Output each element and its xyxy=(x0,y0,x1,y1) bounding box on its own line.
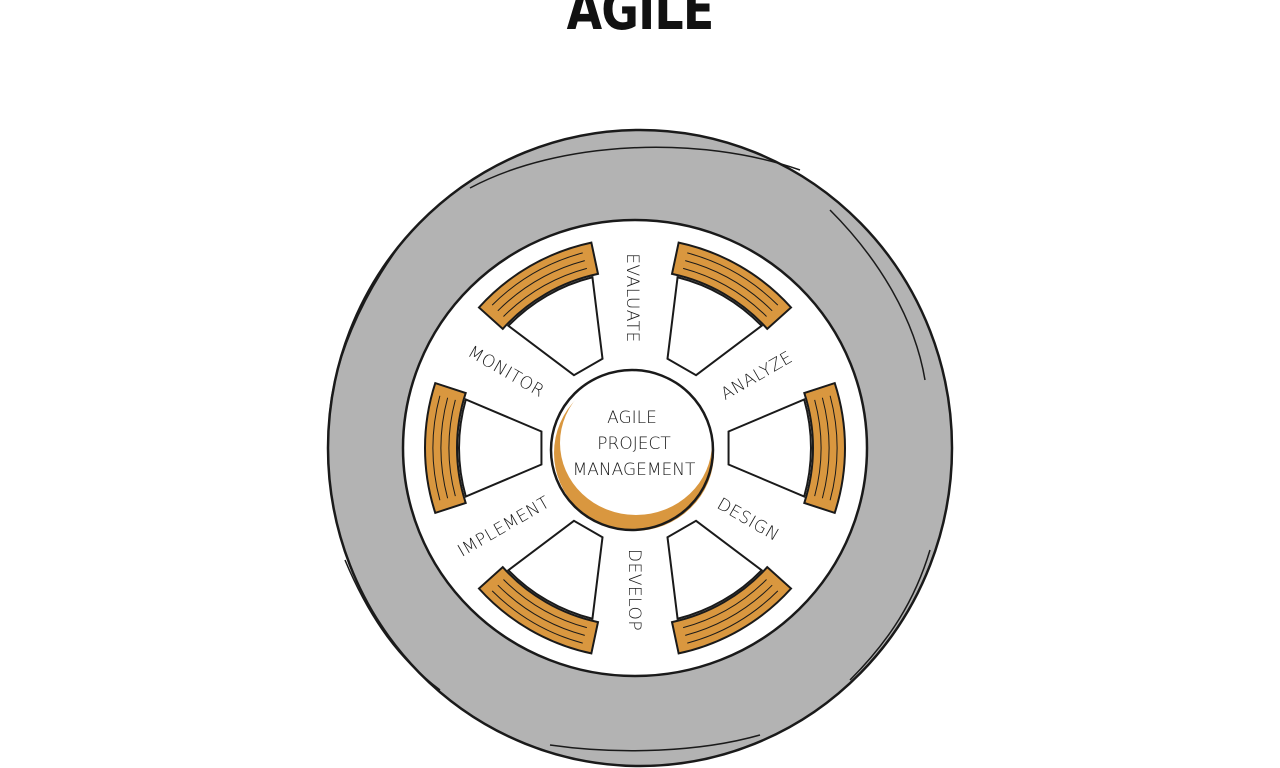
spoke-label-evaluate: EVALUATE xyxy=(622,253,642,342)
rim-segments xyxy=(424,241,846,655)
wheel-window xyxy=(727,398,812,498)
rim-hatch-line xyxy=(491,252,583,306)
spoke-label-develop: DEVELOP xyxy=(624,549,644,631)
rim-hatch-line xyxy=(683,267,767,317)
rim-hatch-line xyxy=(432,395,441,501)
rim-segment xyxy=(670,565,793,655)
wheel-window xyxy=(666,275,764,377)
tire-sketch-line xyxy=(549,734,761,752)
page-title: AGILE xyxy=(566,0,715,43)
hub-inner xyxy=(560,371,712,515)
hub-label-line-3: MANAGEMENT xyxy=(573,460,696,480)
hub-label-line-2: PROJECT xyxy=(597,434,671,454)
rim-segment xyxy=(670,241,793,331)
rim-hatch-line xyxy=(829,395,838,501)
rim-hatch-line xyxy=(685,260,773,312)
wheel-window xyxy=(506,519,604,621)
tire-sketch-line xyxy=(829,209,926,381)
rim-hatch-line xyxy=(687,590,779,644)
hub-outline xyxy=(549,368,715,532)
wheel-window xyxy=(666,519,764,621)
wheel-window xyxy=(458,398,543,498)
tire-sketch-line xyxy=(849,549,931,681)
rim-hatch-line xyxy=(497,260,585,312)
rim-hatch-line xyxy=(821,397,830,499)
rim-hatch-line xyxy=(497,584,585,636)
rim-hatch-line xyxy=(685,584,773,636)
rim-hatch-line xyxy=(503,267,587,317)
rim-hatch-line xyxy=(687,252,779,306)
rim-hatch-line xyxy=(440,397,449,499)
tire-sketch-line xyxy=(329,244,401,411)
rim-hatch-line xyxy=(491,590,583,644)
rim-hatch-line xyxy=(683,579,767,629)
rim-hatch-line xyxy=(814,399,822,497)
rim-segment xyxy=(477,241,600,331)
tire-sketch-line xyxy=(469,146,801,189)
rim-hatch-line xyxy=(448,399,456,497)
rim-segment xyxy=(477,565,600,655)
rim-hatch-line xyxy=(503,579,587,629)
tire-sketch-line xyxy=(344,559,441,691)
hub-label-line-1: AGILE xyxy=(607,408,657,428)
wheel-window xyxy=(506,275,604,377)
